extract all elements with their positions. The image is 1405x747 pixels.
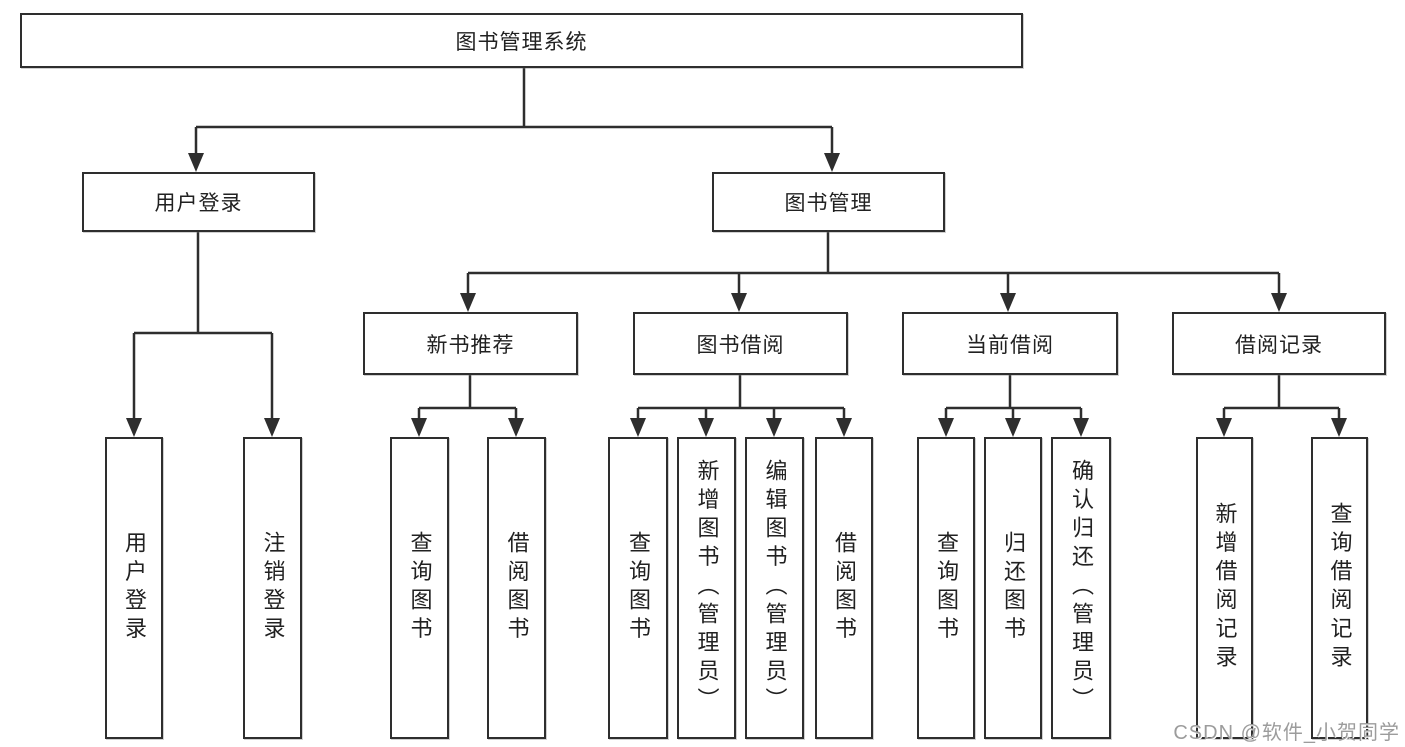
node-current-borrow: 当前借阅	[902, 312, 1118, 375]
watermark: CSDN @软件_小贺同学	[1173, 722, 1400, 744]
node-new-book-recommend: 新书推荐	[363, 312, 578, 375]
node-book-management: 图书管理	[712, 172, 945, 232]
leaf-current-return-books: 归还图书	[984, 437, 1042, 739]
leaf-current-query-books: 查询图书	[917, 437, 975, 739]
leaf-borrow-borrow-books: 借阅图书	[815, 437, 873, 739]
node-borrow-record: 借阅记录	[1172, 312, 1386, 375]
leaf-borrow-add-books-admin: 新增图书（管理员）	[677, 437, 736, 739]
leaf-user-login: 用户登录	[105, 437, 163, 739]
leaf-logout: 注销登录	[243, 437, 302, 739]
node-root: 图书管理系统	[20, 13, 1023, 68]
leaf-borrow-edit-books-admin: 编辑图书（管理员）	[745, 437, 804, 739]
leaf-borrow-query-books: 查询图书	[608, 437, 668, 739]
leaf-recommend-query-books: 查询图书	[390, 437, 449, 739]
leaf-record-add-borrow-record: 新增借阅记录	[1196, 437, 1253, 739]
leaf-recommend-borrow-books: 借阅图书	[487, 437, 546, 739]
node-user-login: 用户登录	[82, 172, 315, 232]
leaf-current-confirm-return-admin: 确认归还（管理员）	[1051, 437, 1111, 739]
node-book-borrow: 图书借阅	[633, 312, 848, 375]
leaf-record-query-borrow-record: 查询借阅记录	[1311, 437, 1368, 739]
